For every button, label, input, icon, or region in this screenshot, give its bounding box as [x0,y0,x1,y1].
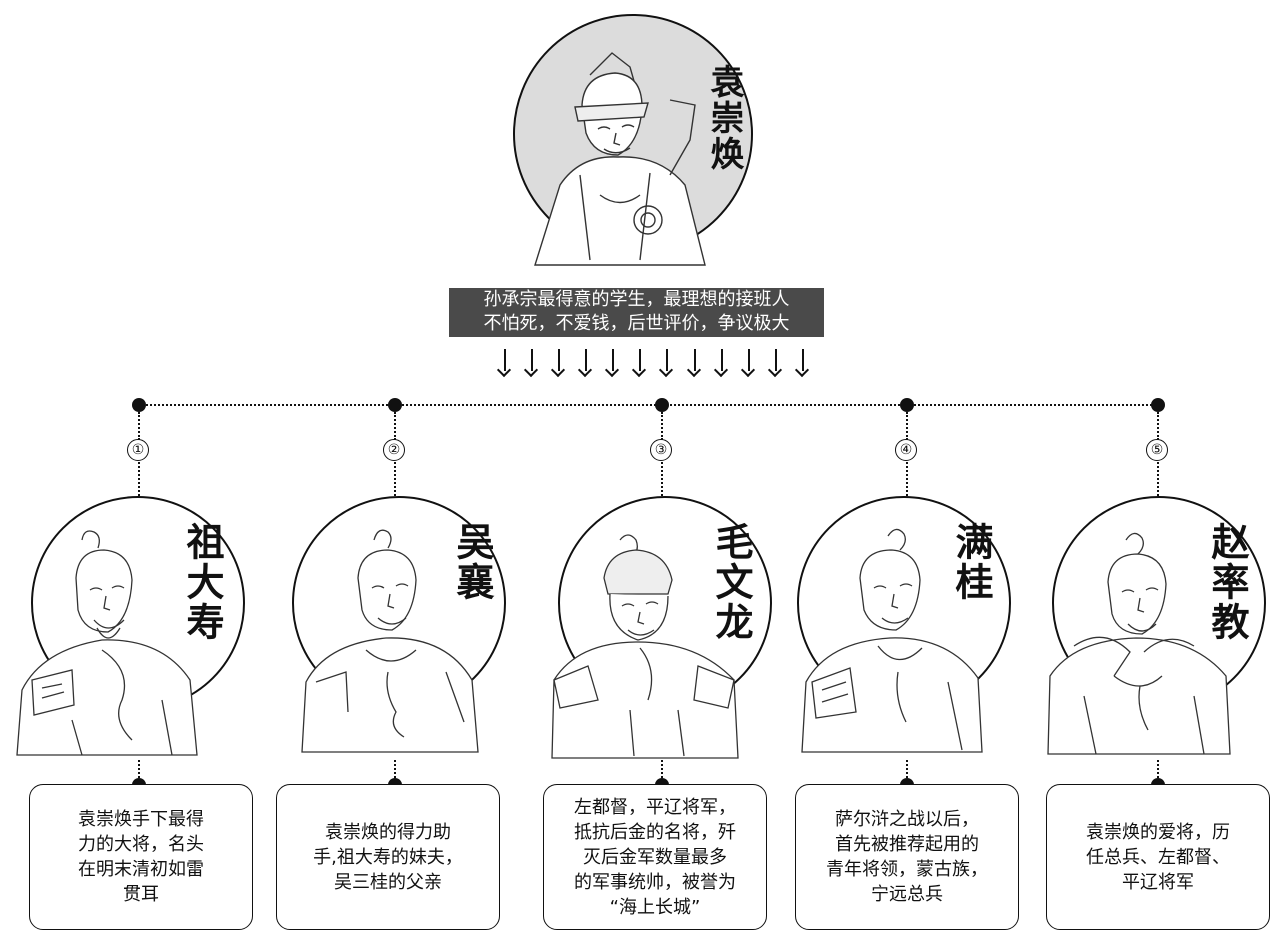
down-arrow-icon [795,347,811,377]
main-summary: 孙承宗最得意的学生，最理想的接班人 不怕死，不爱钱，后世评价，争议极大 [449,288,824,337]
down-arrows [497,347,811,377]
description-line: 吴三桂的父亲 [333,871,442,893]
connector-dot [900,398,914,412]
connector-vline [394,462,396,496]
down-arrow-icon [497,347,513,377]
connector-vline [661,412,663,440]
down-arrow-icon [632,347,648,377]
general-name: 祖大寿 [180,522,225,642]
down-arrow-icon [578,347,594,377]
connector-vline [906,760,908,778]
general-portrait-icon [16,530,198,756]
description-line: 平辽将军 [1122,871,1194,893]
general-portrait-icon [301,529,479,753]
description-line: 在明末清初如雷 [78,859,204,880]
down-arrow-icon [687,347,703,377]
connector-vline [394,760,396,778]
description-line: 贯耳 [123,884,159,905]
connector-dot [655,398,669,412]
general-portrait-icon [551,534,739,759]
down-arrow-icon [768,347,784,377]
connector-vline [394,412,396,440]
connector-vline [1157,412,1159,440]
description-line: 抵抗后金的名将，歼 [574,821,736,843]
description-line: 灭后金军数量最多 [583,846,727,868]
general-number: ① [127,439,149,461]
general-description: 萨尔浒之战以后， 首先被推荐起用的 青年将领，蒙古族， 宁远总兵 [795,784,1019,930]
summary-line-2: 不怕死，不爱钱，后世评价，争议极大 [483,313,790,334]
connector-vline [906,462,908,496]
down-arrow-icon [605,347,621,377]
down-arrow-icon [551,347,567,377]
main-name: 袁崇焕 [704,64,744,172]
description-line: 青年将领，蒙古族， [826,859,988,880]
general-description: 袁崇焕的得力助 手,祖大寿的妹夫， 吴三桂的父亲 [276,784,500,930]
down-arrow-icon [659,347,675,377]
general-portrait-icon [534,52,706,266]
connector-vline [138,760,140,778]
description-line: 力的大将，名头 [78,834,204,855]
connector-vline [1157,462,1159,496]
connector-vline [138,462,140,496]
connector-vline [906,412,908,440]
general-name: 满桂 [949,522,994,602]
down-arrow-icon [524,347,540,377]
description-line: 宁远总兵 [871,884,943,905]
connector-dot [132,398,146,412]
connector-dot [388,398,402,412]
connector-vline [1157,760,1159,778]
general-portrait-icon [1047,532,1231,755]
general-name: 赵率教 [1205,522,1250,642]
connector-vline [661,462,663,496]
description-line: 袁崇焕的得力助 [324,821,451,843]
description-line: 任总兵、左都督、 [1086,846,1230,868]
down-arrow-icon [714,347,730,377]
general-number: ⑤ [1146,439,1168,461]
connector-vline [661,760,663,778]
general-description: 袁崇焕手下最得 力的大将，名头 在明末清初如雷 贯耳 [29,784,253,930]
connector-dot [1151,398,1165,412]
description-line: 袁崇焕手下最得 [78,809,204,830]
description-line: 袁崇焕的爱将，历 [1086,821,1230,843]
description-line: 左都督，平辽将军， [574,796,736,818]
general-number: ② [383,439,405,461]
general-description: 袁崇焕的爱将，历 任总兵、左都督、 平辽将军 [1046,784,1270,930]
connector-line [139,404,1159,406]
general-portrait-icon [801,528,983,753]
description-line: 手,祖大寿的妹夫， [313,846,463,868]
connector-vline [138,412,140,440]
description-line: 萨尔浒之战以后， [835,809,979,830]
description-line: “海上长城” [609,896,701,918]
general-name: 毛文龙 [709,522,754,642]
down-arrow-icon [741,347,757,377]
summary-line-1: 孙承宗最得意的学生，最理想的接班人 [483,289,790,310]
general-name: 吴襄 [450,522,495,602]
description-line: 首先被推荐起用的 [835,834,979,855]
general-number: ④ [895,439,917,461]
general-number: ③ [650,439,672,461]
description-line: 的军事统帅，被誉为 [574,871,736,893]
general-description: 左都督，平辽将军， 抵抗后金的名将，歼 灭后金军数量最多 的军事统帅，被誉为 “… [543,784,767,930]
